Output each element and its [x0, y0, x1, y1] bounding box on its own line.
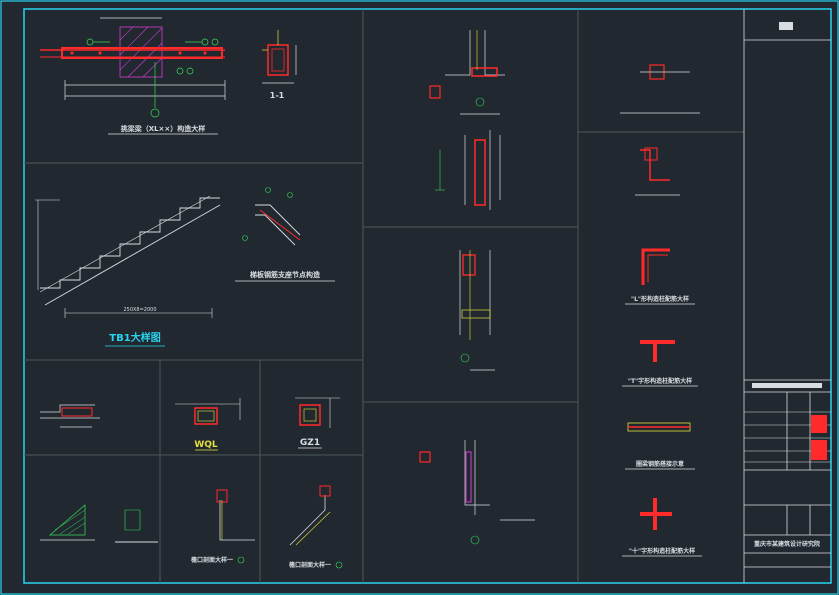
t-column-title: "T"字形构造柱配筋大样 [628, 377, 692, 385]
cross-column-title: "十"字形构造柱配筋大样 [629, 547, 695, 555]
gz1-label: GZ1 [300, 438, 320, 448]
small-details-left: WQL GZ1 檐口剖面大样一 檐口剖面大样一 [40, 397, 343, 569]
cantilever-beam-detail: 挑梁梁（XL××）构造大样 1-1 [40, 17, 297, 135]
section-1-1-label: 1-1 [270, 91, 285, 100]
column-details: "L"形构造柱配筋大样 "T"字形构造柱配筋大样 圈梁钢筋搭接示意 "十"字形构… [620, 64, 702, 557]
tb1-title: TB1大样图 [109, 331, 160, 344]
ring-beam-title: 圈梁钢筋搭接示意 [636, 460, 684, 468]
l-column-title: "L"形构造柱配筋大样 [631, 295, 689, 303]
stair-support-node-title: 梯板钢筋支座节点构造 [250, 270, 321, 279]
title-block [743, 9, 831, 583]
wql-label: WQL [194, 440, 218, 450]
cantilever-beam-title: 挑梁梁（XL××）构造大样 [121, 124, 206, 133]
parapet-detail-a: 檐口剖面大样一 [191, 556, 233, 564]
tb1-stair-detail: 250X8=2000 TB1大样图 梯板钢筋支座节点构造 [35, 187, 335, 347]
parapet-detail-b: 檐口剖面大样一 [289, 561, 331, 569]
tb1-dimension: 250X8=2000 [123, 307, 156, 313]
panel-dividers [24, 9, 744, 583]
institute-name: 重庆市某建筑设计研究院 [754, 540, 820, 548]
sheet-inner-frame [23, 8, 832, 584]
wall-section-details [419, 30, 535, 545]
